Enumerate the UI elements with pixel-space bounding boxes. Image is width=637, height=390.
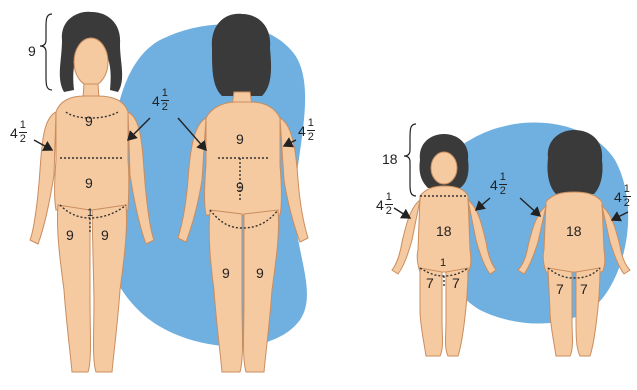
child-head-label: 18 — [382, 152, 398, 166]
child-back-trunk-label: 18 — [566, 224, 582, 238]
fraction-whole: 4 — [614, 190, 622, 204]
adult-head-label: 9 — [28, 44, 36, 58]
adult-back-left-leg-label: 9 — [222, 266, 230, 280]
adult-genital-label: 1 — [87, 208, 93, 219]
fraction-whole: 4 — [490, 178, 498, 192]
adult-back-lower-label: 9 — [236, 180, 244, 194]
child-front-trunk-label: 18 — [436, 224, 452, 238]
fraction-numerator: 1 — [307, 118, 315, 131]
child-back-right-leg-label: 7 — [580, 282, 588, 296]
fraction-numerator: 1 — [19, 120, 27, 133]
fraction-denominator: 2 — [500, 185, 506, 197]
fraction-numerator: 1 — [161, 88, 169, 101]
adult-front-right-leg-label: 9 — [101, 228, 109, 242]
fraction-numerator: 1 — [499, 172, 507, 185]
child-front-right-leg-label: 7 — [452, 276, 460, 290]
child-front-arm-arrow — [394, 208, 410, 218]
child-back-left-leg-label: 7 — [556, 282, 564, 296]
fraction-whole: 4 — [152, 94, 160, 108]
fraction-whole: 4 — [298, 124, 306, 138]
adult-front-left-leg-label: 9 — [66, 228, 74, 242]
child-genital-label: 1 — [440, 258, 446, 269]
adult-back-right-leg-label: 9 — [256, 266, 264, 280]
child-front-left-leg-label: 7 — [426, 276, 434, 290]
fraction-whole: 4 — [376, 198, 384, 212]
child-head-brace — [404, 124, 416, 196]
fraction-denominator: 2 — [162, 101, 168, 113]
adult-back-upper-label: 9 — [236, 132, 244, 146]
adult-front-chest-label: 9 — [85, 114, 93, 128]
fraction-denominator: 2 — [386, 205, 392, 217]
fraction-numerator: 1 — [385, 192, 393, 205]
fraction-denominator: 2 — [20, 133, 26, 145]
fraction-numerator: 1 — [623, 184, 631, 197]
adult-head-brace — [40, 14, 52, 90]
fraction-denominator: 2 — [624, 197, 630, 209]
fraction-whole: 4 — [10, 126, 18, 140]
adult-front-abdomen-label: 9 — [85, 176, 93, 190]
fraction-denominator: 2 — [308, 131, 314, 143]
